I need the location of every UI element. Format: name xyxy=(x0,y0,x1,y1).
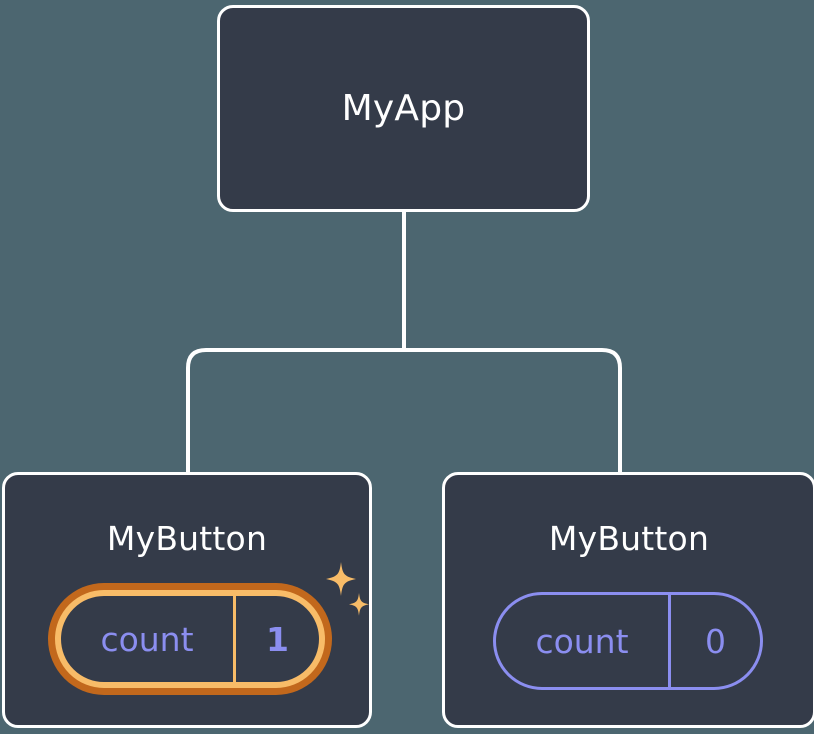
node-myapp[interactable]: MyApp xyxy=(217,5,590,212)
state-pill-right[interactable]: count 0 xyxy=(493,592,763,690)
node-mybutton-left-label: MyButton xyxy=(106,519,268,558)
state-pill-left[interactable]: count 1 xyxy=(55,590,325,688)
state-pill-right-wrapper: count 0 xyxy=(493,592,763,690)
node-myapp-label: MyApp xyxy=(341,88,466,129)
connector-branch xyxy=(186,348,622,472)
state-pill-left-wrapper: count 1 xyxy=(55,590,325,688)
state-pill-left-key: count xyxy=(61,596,236,682)
state-pill-right-value: 0 xyxy=(705,621,726,661)
state-pill-left-value: 1 xyxy=(266,619,289,659)
state-pill-right-key: count xyxy=(496,595,671,687)
node-mybutton-right-label: MyButton xyxy=(548,519,710,558)
